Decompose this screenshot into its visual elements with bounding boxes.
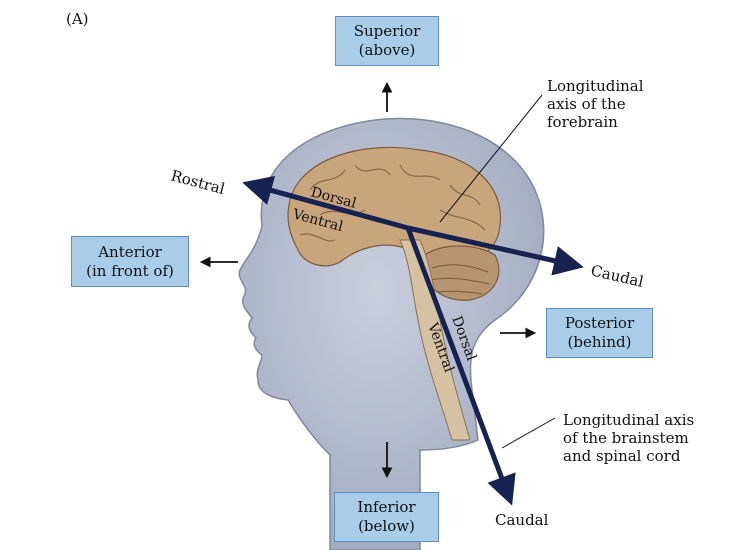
posterior-line1: Posterior bbox=[564, 314, 635, 332]
forebrain-callout: Longitudinal axis of the forebrain bbox=[547, 77, 644, 131]
brainstem-callout-line1: Longitudinal axis bbox=[563, 411, 695, 429]
brainstem-callout-line2: of the brainstem bbox=[563, 429, 689, 447]
brainstem-callout: Longitudinal axis of the brainstem and s… bbox=[563, 411, 694, 465]
anterior-line1: Anterior bbox=[98, 242, 162, 261]
cerebellum bbox=[419, 245, 500, 301]
superior-line1: Superior bbox=[353, 22, 421, 40]
anterior-box: Anterior (in front of) bbox=[71, 236, 189, 287]
inferior-box: Inferior (below) bbox=[334, 492, 439, 542]
forebrain-axis-line bbox=[242, 175, 409, 231]
inferior-line2: (below) bbox=[358, 517, 415, 535]
forebrain-callout-line3: forebrain bbox=[547, 113, 618, 131]
superior-box: Superior (above) bbox=[335, 16, 439, 66]
forebrain-callout-line bbox=[439, 94, 543, 223]
brainstem-callout-line bbox=[501, 417, 556, 449]
forebrain-axis-line-caudal bbox=[407, 225, 584, 276]
forebrain-callout-line2: axis of the bbox=[547, 95, 626, 113]
label-caudal-forebrain: Caudal bbox=[589, 261, 645, 291]
anterior-line2: (in front of) bbox=[86, 261, 174, 280]
inferior-line1: Inferior bbox=[357, 498, 416, 516]
panel-label: (A) bbox=[66, 10, 89, 28]
posterior-box: Posterior (behind) bbox=[546, 308, 653, 358]
brainstem-axis-line bbox=[405, 227, 516, 506]
label-rostral: Rostral bbox=[169, 166, 227, 198]
posterior-line2: (behind) bbox=[567, 333, 632, 351]
brainstem-callout-line3: and spinal cord bbox=[563, 447, 681, 465]
forebrain-callout-line1: Longitudinal bbox=[547, 77, 644, 95]
label-caudal-brainstem: Caudal bbox=[495, 511, 549, 529]
superior-line2: (above) bbox=[358, 41, 416, 59]
